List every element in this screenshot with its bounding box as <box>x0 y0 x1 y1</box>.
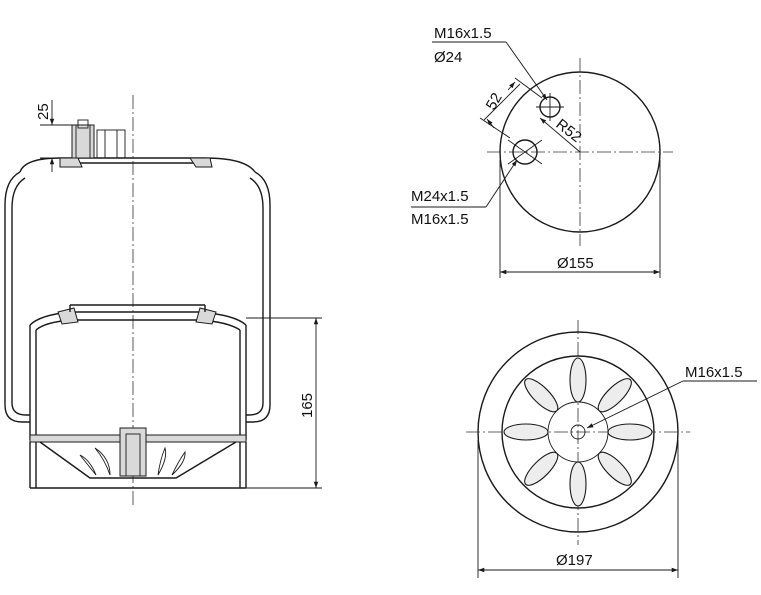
fitting-thread-m24: M24x1.5 <box>411 188 469 205</box>
bellow-wall-left <box>4 171 30 423</box>
bellow-wall-right <box>246 171 271 423</box>
dim-total-height: 165 <box>299 393 316 418</box>
top-stud-2 <box>96 129 126 159</box>
dim-top-height: 25 <box>35 103 52 120</box>
piston-diameter: Ø197 <box>556 552 593 569</box>
bottom-piston-view: M16x1.5 Ø197 <box>466 320 757 578</box>
piston-center-boss <box>119 427 147 477</box>
piston-crimp-left <box>57 307 79 325</box>
top-crimp-left <box>59 157 83 168</box>
fitting-thread-m16: M16x1.5 <box>411 211 469 228</box>
piston-cone <box>39 441 237 479</box>
side-view: 25 <box>4 95 322 505</box>
top-crimp-right <box>189 157 213 168</box>
top-plate <box>19 157 256 173</box>
air-fitting-hole <box>512 139 538 165</box>
piston-crimp-right <box>195 307 217 325</box>
offset-52: 52 <box>483 90 506 113</box>
top-plate-diameter: Ø155 <box>557 255 594 272</box>
top-fitting <box>71 124 95 159</box>
piston-thread-label: M16x1.5 <box>685 364 743 381</box>
piston-top <box>29 311 247 326</box>
upper-thread-label: M16x1.5 <box>434 25 492 42</box>
top-plate-view: M16x1.5 Ø24 52 R52 M24x1.5 M16x1.5 Ø155 <box>411 25 673 278</box>
upper-hole-diameter: Ø24 <box>434 49 462 66</box>
piston-ribs <box>503 357 653 507</box>
